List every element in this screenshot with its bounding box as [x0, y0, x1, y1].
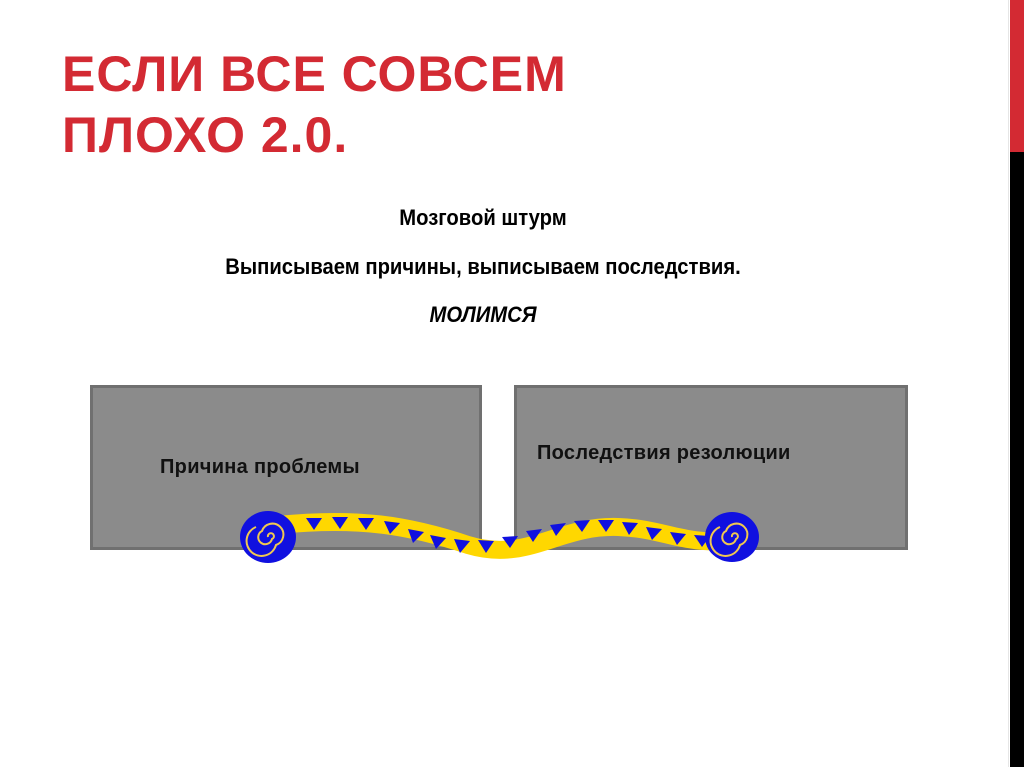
side-divider-line	[1008, 0, 1009, 767]
consequence-box-label: Последствия резолюции	[537, 442, 791, 464]
spiral-icon-right	[705, 512, 759, 562]
accent-bar-black	[1010, 152, 1024, 767]
accent-bar-red	[1010, 0, 1024, 152]
slide-title: ЕСЛИ ВСЕ СОВСЕМ ПЛОХО 2.0.	[62, 44, 567, 166]
cause-box-label: Причина проблемы	[160, 456, 360, 478]
text-write-causes: Выписываем причины, выписываем последств…	[225, 254, 741, 279]
title-line-2: ПЛОХО 2.0.	[62, 107, 349, 163]
title-line-1: ЕСЛИ ВСЕ СОВСЕМ	[62, 46, 567, 102]
text-pray: МОЛИМСЯ	[429, 302, 537, 327]
spiral-icon-left	[240, 511, 296, 563]
bunting-rope-icon	[240, 511, 759, 563]
text-brainstorm: Мозговой штурм	[399, 205, 567, 230]
